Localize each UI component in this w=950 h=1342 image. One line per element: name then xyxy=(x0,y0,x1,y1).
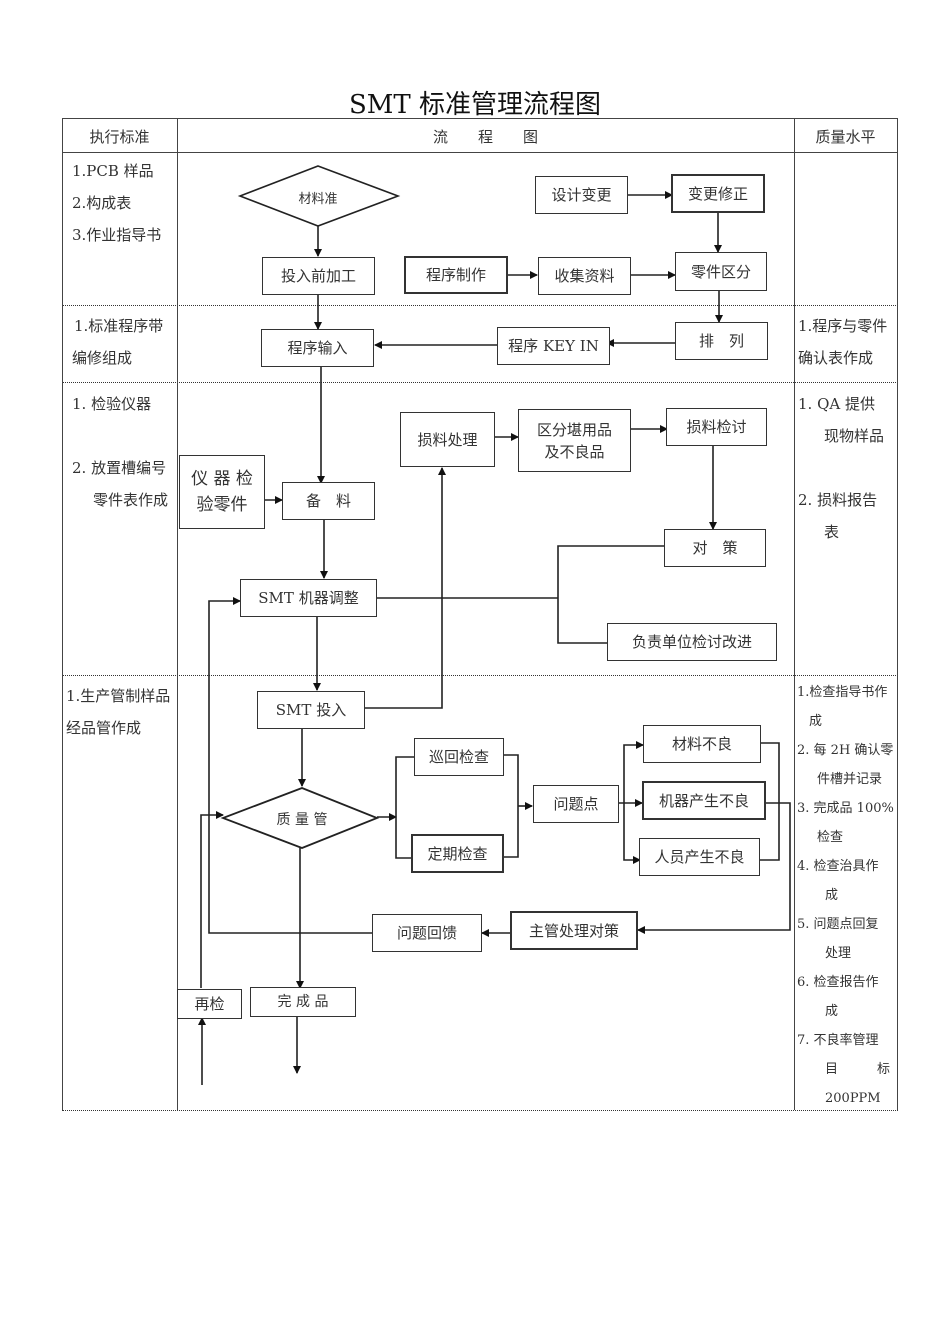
quality-item: 200PPM xyxy=(825,1091,881,1106)
quality-item: 成 xyxy=(825,1004,839,1019)
standard-item: 1. 检验仪器 xyxy=(72,395,152,413)
quality-item: 检查 xyxy=(817,830,844,845)
collect-data-node: 收集资料 xyxy=(538,257,631,295)
program-make-node: 程序制作 xyxy=(404,256,508,294)
table-right-border xyxy=(897,118,898,1110)
page-title: SMT 标准管理流程图 xyxy=(348,90,602,120)
quality-item: 件槽并记录 xyxy=(817,772,883,787)
header-quality: 质量水平 xyxy=(815,128,876,146)
countermeasure-node: 对 策 xyxy=(664,529,766,567)
table-left-border xyxy=(62,118,63,1110)
quality-item: 2. 损料报告 xyxy=(798,491,878,509)
row4-standard: 1.生产管制样品 经品管作成 xyxy=(66,680,170,744)
standard-item: 3.作业指导书 xyxy=(72,226,162,244)
col-divider-1 xyxy=(177,118,178,1110)
standard-item: 1.标准程序带 xyxy=(74,317,164,335)
pre-process-node: 投入前加工 xyxy=(262,257,375,295)
quality-item: 1. QA 提供 xyxy=(798,395,875,413)
material-std-diamond xyxy=(237,165,401,227)
dept-improve-node: 负责单位检讨改进 xyxy=(607,623,777,661)
arrange-node: 排 列 xyxy=(675,322,768,360)
standard-item: 2.构成表 xyxy=(72,194,132,212)
standard-item: 1.生产管制样品 xyxy=(66,687,171,705)
problem-point-node: 问题点 xyxy=(533,785,619,823)
quality-item: 现物样品 xyxy=(824,427,885,445)
row-divider-2 xyxy=(62,382,898,383)
table-bottom-border xyxy=(62,1110,898,1111)
change-fix-node: 变更修正 xyxy=(671,174,765,213)
row3-quality: 1. QA 提供 现物样品 2. 损料报告 表 xyxy=(798,388,884,548)
smt-adjust-node: SMT 机器调整 xyxy=(240,579,377,617)
periodic-check-node: 定期检查 xyxy=(411,834,504,873)
quality-item: 确认表作成 xyxy=(798,349,874,367)
smt-input-node: SMT 投入 xyxy=(257,691,365,729)
problem-feedback-node: 问题回馈 xyxy=(372,914,482,952)
row-divider-3 xyxy=(62,675,898,676)
quality-item: 表 xyxy=(824,523,840,541)
quality-ctrl-label: 质 量 管 xyxy=(276,812,328,828)
quality-item: 1.程序与零件 xyxy=(798,317,888,335)
standard-item: 2. 放置槽编号 xyxy=(72,459,167,477)
line-defects-merge xyxy=(760,742,780,861)
line-checks-merge xyxy=(502,754,519,858)
program-keyin-node: 程序 KEY IN xyxy=(497,327,610,365)
col-divider-2 xyxy=(794,118,795,1110)
finished-node: 完 成 品 xyxy=(250,987,356,1017)
sort-usable-node: 区分堪用品 及不良品 xyxy=(518,409,631,472)
row4-quality: 1.检查指导书作 成 2. 每 2H 确认零 件槽并记录 3. 完成品 100%… xyxy=(797,678,894,1113)
arrow-problem-to-staff xyxy=(623,803,641,864)
prepare-node: 备 料 xyxy=(282,482,375,520)
header-bottom-border xyxy=(62,152,898,153)
machine-defect-node: 机器产生不良 xyxy=(642,781,766,820)
quality-item: 2. 每 2H 确认零 xyxy=(797,743,894,758)
row2-standard: 1.标准程序带 编修组成 xyxy=(72,310,164,374)
quality-item: 成 xyxy=(809,714,823,729)
standard-item: 零件表作成 xyxy=(93,491,169,509)
scrap-handle-node: 损料处理 xyxy=(400,412,495,467)
material-defect-node: 材料不良 xyxy=(643,725,761,763)
row-divider-1 xyxy=(62,305,898,306)
quality-ctrl-diamond xyxy=(220,787,380,849)
recheck-node: 再检 xyxy=(177,989,242,1019)
row2-quality: 1.程序与零件 确认表作成 xyxy=(798,310,887,374)
material-std-label: 材料准 xyxy=(298,192,338,207)
row1-standard: 1.PCB 样品 2.构成表 3.作业指导书 xyxy=(72,155,161,251)
quality-item: 目 标 xyxy=(825,1062,891,1077)
standard-item: 编修组成 xyxy=(72,349,133,367)
supervisor-action-node: 主管处理对策 xyxy=(510,911,638,950)
line-checks-branch xyxy=(395,756,415,859)
standard-item: 经品管作成 xyxy=(66,719,142,737)
header-flow: 流 程 图 xyxy=(432,128,538,146)
quality-item: 6. 检查报告作 xyxy=(797,975,879,990)
quality-item: 成 xyxy=(825,888,839,903)
design-change-node: 设计变更 xyxy=(535,176,628,214)
patrol-check-node: 巡回检查 xyxy=(414,738,504,776)
arrow-recheck-to-quality xyxy=(200,811,224,988)
arrow-problem-to-material xyxy=(623,741,644,803)
quality-item: 3. 完成品 100% xyxy=(797,801,894,816)
arrow-defects-to-supervisor xyxy=(637,802,791,934)
instrument-check-node: 仪 器 检 验零件 xyxy=(179,455,265,529)
standard-item: 1.PCB 样品 xyxy=(72,162,154,180)
part-sort-node: 零件区分 xyxy=(675,252,767,291)
header-standard: 执行标准 xyxy=(89,128,150,146)
staff-defect-node: 人员产生不良 xyxy=(639,838,760,876)
scrap-review-node: 损料检讨 xyxy=(666,408,767,446)
quality-item: 处理 xyxy=(825,946,852,961)
table-top-border xyxy=(62,118,898,119)
quality-item: 5. 问题点回复 xyxy=(797,917,879,932)
arrow-input-to-scrap xyxy=(364,467,446,709)
row3-standard: 1. 检验仪器 2. 放置槽编号 零件表作成 xyxy=(72,388,168,516)
arrow-feedback-to-adjust xyxy=(208,597,372,934)
quality-item: 4. 检查治具作 xyxy=(797,859,879,874)
quality-item: 7. 不良率管理 xyxy=(797,1033,879,1048)
program-input-node: 程序输入 xyxy=(261,329,374,367)
quality-item: 1.检查指导书作 xyxy=(797,685,888,700)
line-countermeasure-branch xyxy=(557,545,664,644)
